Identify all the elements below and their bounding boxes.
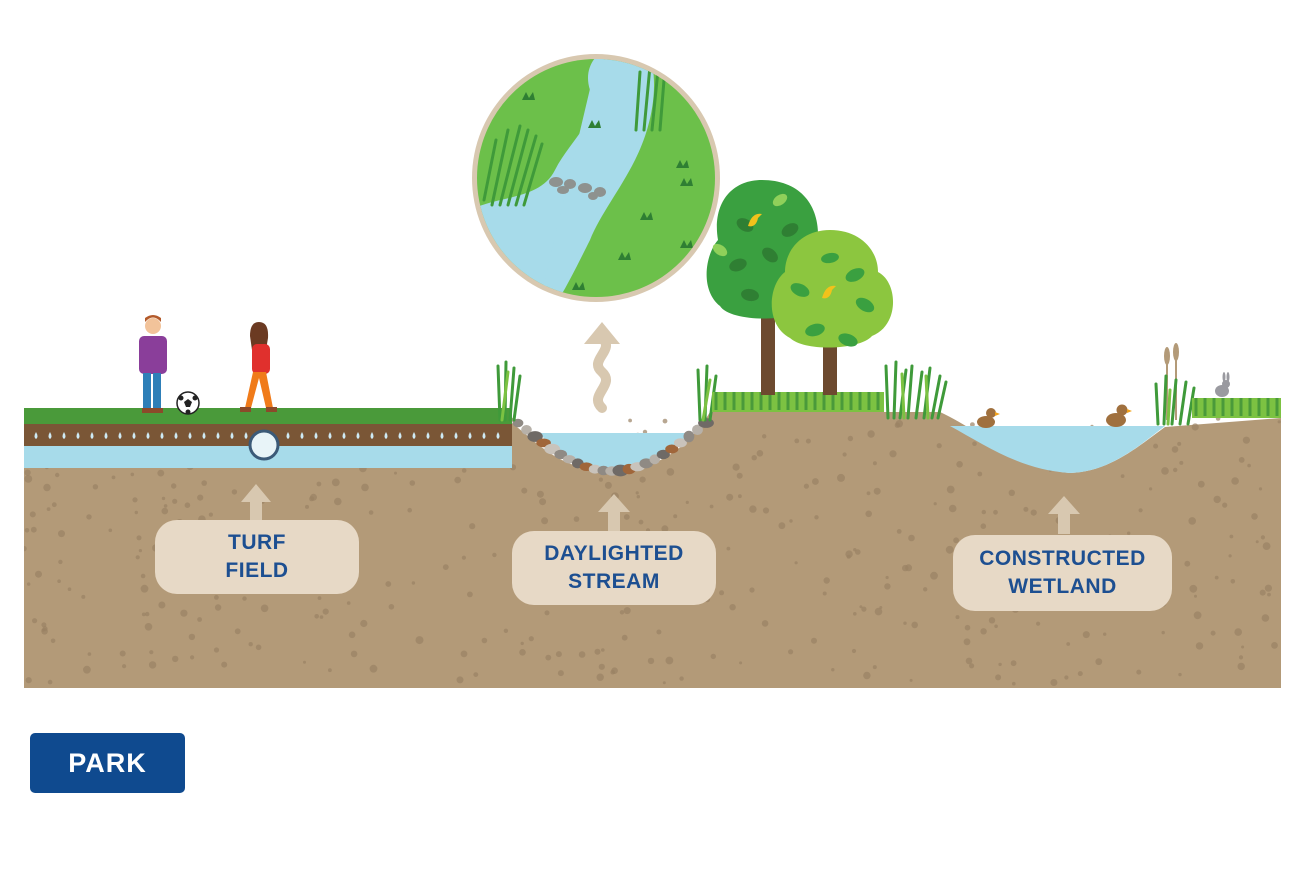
reed-grass-icon bbox=[1154, 374, 1196, 426]
constructed-wetland-label: CONSTRUCTED WETLAND bbox=[953, 535, 1172, 611]
bird-icon bbox=[822, 285, 836, 299]
turf-field-line-2: FIELD bbox=[225, 559, 289, 582]
person-boy-icon bbox=[139, 315, 167, 413]
turf-field-section bbox=[24, 408, 512, 468]
constructed-wetland-line-2: WETLAND bbox=[1008, 575, 1117, 598]
meadow-grass bbox=[712, 392, 884, 412]
park-badge: PARK bbox=[30, 733, 185, 793]
reed-grass-icon bbox=[884, 360, 948, 420]
tree-icon bbox=[771, 230, 894, 395]
winding-arrow-head bbox=[584, 322, 620, 344]
bird-icon bbox=[748, 213, 762, 227]
up-arrow-icon bbox=[1048, 496, 1080, 534]
drain-pipe-icon bbox=[248, 429, 280, 461]
turf-field-label: TURF FIELD bbox=[155, 520, 359, 594]
up-arrow-icon bbox=[598, 494, 630, 532]
up-arrow-icon bbox=[241, 484, 271, 522]
rabbit-icon bbox=[1215, 372, 1230, 397]
winding-arrow-icon bbox=[593, 333, 611, 413]
daylighted-stream-section bbox=[496, 360, 718, 477]
duck-icon bbox=[1106, 404, 1132, 427]
drainage-droplets bbox=[34, 432, 500, 439]
turf-field-line-1: TURF bbox=[228, 531, 286, 554]
daylighted-stream-line-2: STREAM bbox=[568, 570, 660, 593]
duck-icon bbox=[977, 408, 1000, 428]
daylighted-stream-label: DAYLIGHTED STREAM bbox=[512, 531, 716, 605]
soccer-ball-icon bbox=[176, 391, 200, 415]
stream-magnifier-icon bbox=[472, 54, 720, 302]
rock-icon bbox=[512, 418, 714, 477]
reed-grass-icon bbox=[496, 360, 522, 422]
constructed-wetland-line-1: CONSTRUCTED bbox=[979, 547, 1146, 570]
constructed-wetland-section bbox=[950, 343, 1281, 473]
daylighted-stream-line-1: DAYLIGHTED bbox=[544, 542, 684, 565]
person-girl-icon bbox=[240, 322, 277, 412]
wetland-water bbox=[950, 426, 1165, 473]
